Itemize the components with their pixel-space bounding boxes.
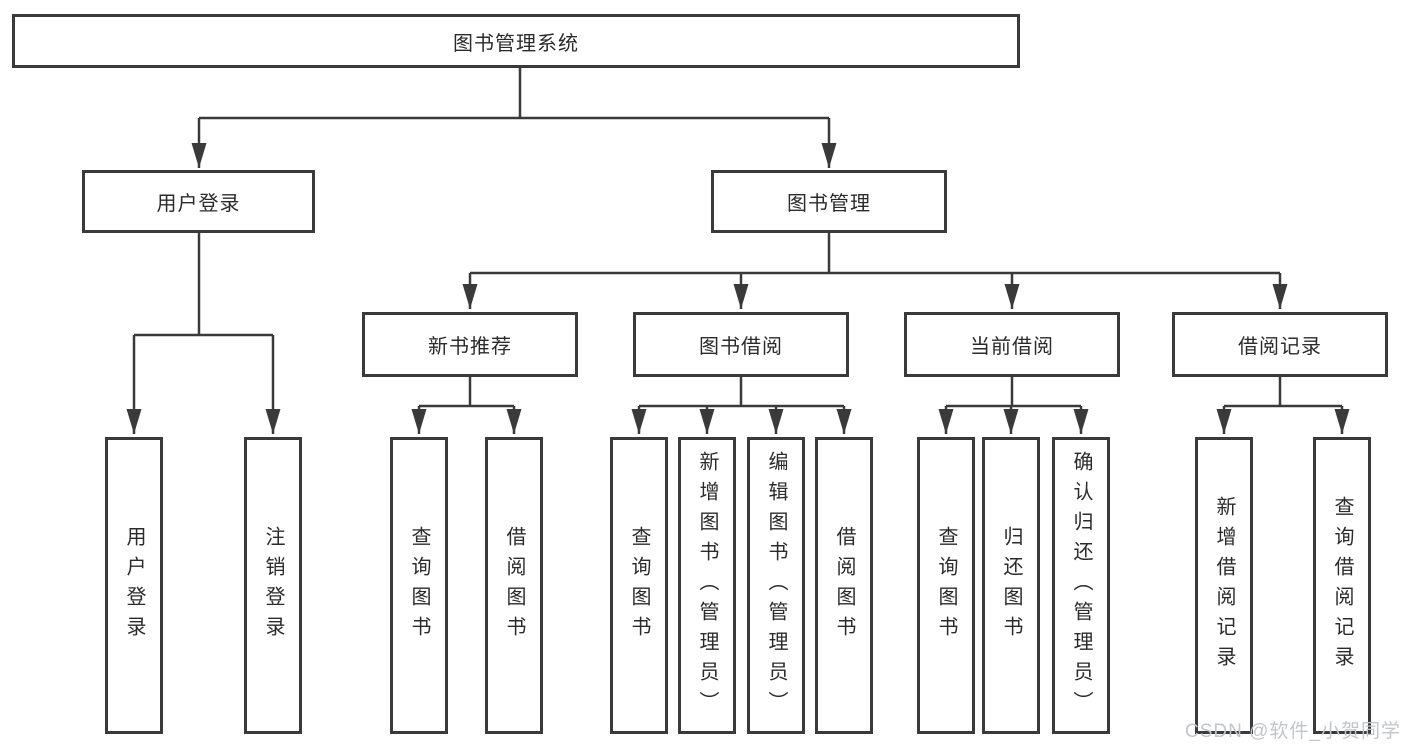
leaf-records-add-record: 新增借阅记录 <box>1195 437 1253 734</box>
node-book-management: 图书管理 <box>711 170 947 233</box>
node-borrow-records: 借阅记录 <box>1172 312 1388 377</box>
leaf-user-login: 用户登录 <box>105 437 163 734</box>
node-book-borrow: 图书借阅 <box>633 312 849 377</box>
leaf-current-confirm-return-admin: 确认归还（管理员） <box>1052 437 1110 734</box>
leaf-records-query-record: 查询借阅记录 <box>1313 437 1371 734</box>
leaf-borrow-edit-books-admin: 编辑图书（管理员） <box>747 437 805 734</box>
watermark: CSDN @软件_小贺同学 <box>1185 721 1401 742</box>
node-current-borrow: 当前借阅 <box>904 312 1120 377</box>
leaf-newbooks-borrow-books: 借阅图书 <box>485 437 543 734</box>
leaf-logout: 注销登录 <box>244 437 302 734</box>
node-user-login: 用户登录 <box>82 170 315 233</box>
leaf-newbooks-query-books: 查询图书 <box>390 437 448 734</box>
leaf-current-return-books: 归还图书 <box>982 437 1040 734</box>
leaf-current-query-books: 查询图书 <box>917 437 975 734</box>
leaf-borrow-query-books: 查询图书 <box>610 437 668 734</box>
node-library-system: 图书管理系统 <box>12 14 1020 68</box>
leaf-borrow-borrow-books: 借阅图书 <box>815 437 873 734</box>
leaf-borrow-add-books-admin: 新增图书（管理员） <box>678 437 736 734</box>
node-new-book-recommend: 新书推荐 <box>362 312 578 377</box>
